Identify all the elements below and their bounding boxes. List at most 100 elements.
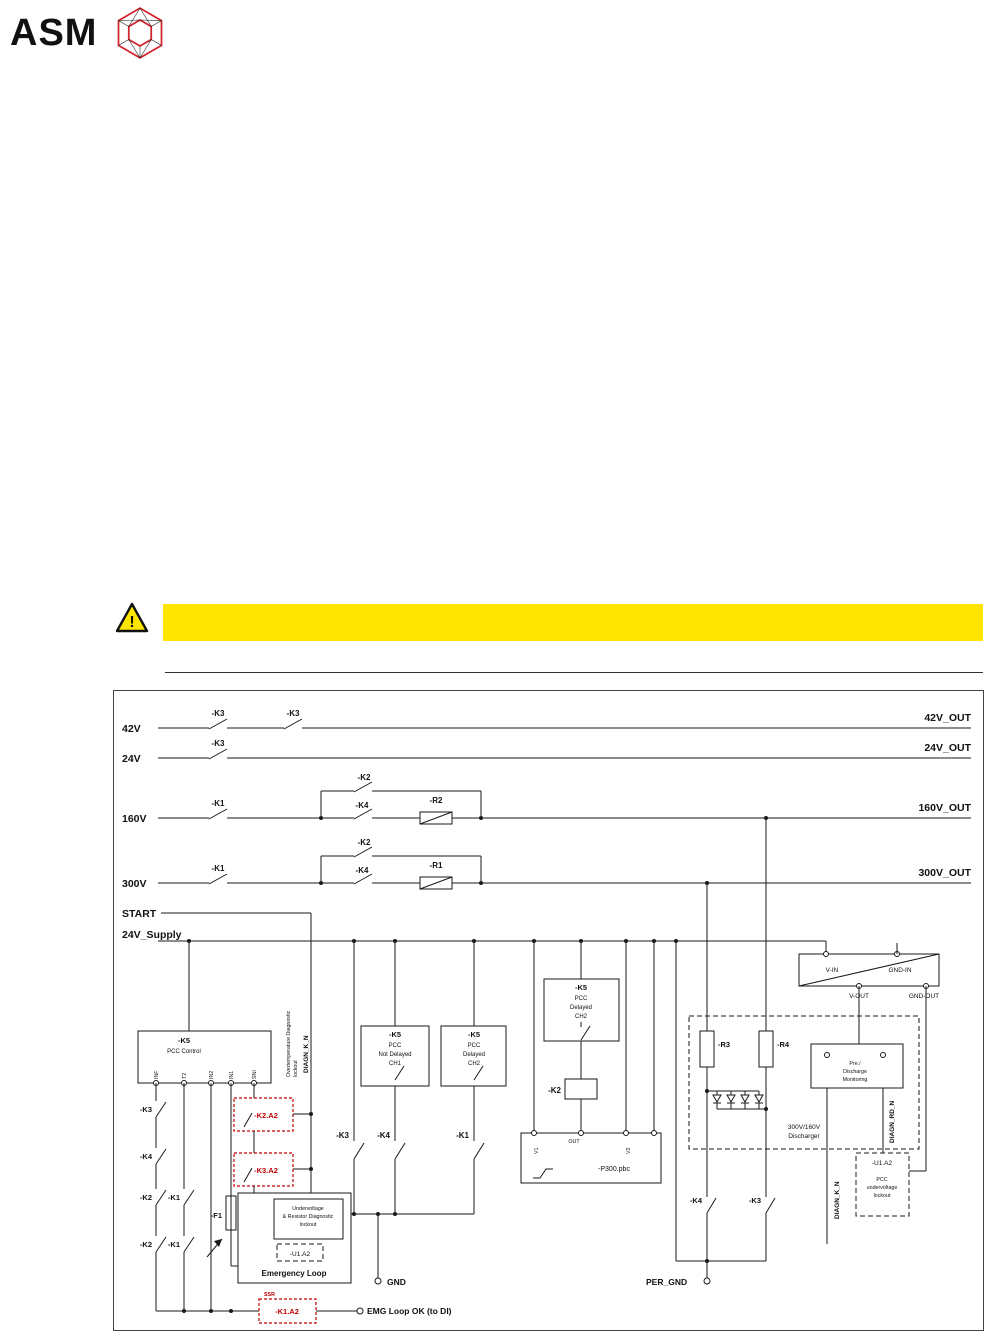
p300-v2-label: V2 — [626, 1147, 632, 1154]
diagn-k-n-right-label: DIAGN_K_N — [834, 1181, 841, 1219]
k2-coil-label: -K2 — [548, 1086, 561, 1095]
p300-tag: -P300.pbc — [598, 1166, 630, 1173]
k5-nd-line1: PCC — [389, 1043, 402, 1049]
resistor-r1-label: -R1 — [430, 861, 443, 870]
monitor-line3: Monitoring — [843, 1077, 868, 1083]
contact-k3-label: -K3 — [212, 709, 225, 718]
pcc-control-block: -K5 PCC Control INF T2 IN2 IN1 SNI — [137, 941, 272, 1086]
left-contact-k1-label: -K1 — [168, 1193, 180, 1202]
supply-line: 24V_Supply — [122, 929, 827, 954]
resistor-r3-label: -R3 — [718, 1040, 730, 1049]
contact-k4-label: -K4 — [356, 801, 369, 810]
diagn-rd-n-label: DIAGN_RD_N — [889, 1100, 896, 1143]
diagn-k-n-left-label: DIAGN_K_N — [303, 1035, 310, 1073]
schematic-frame: 42V -K3 -K3 42V_OUT 24V -K3 24V_OUT 160V… — [113, 690, 984, 1331]
asm-hex-logo-icon — [118, 7, 163, 59]
left-contact-k1-label: -K1 — [168, 1240, 180, 1249]
rail-300v-label: 300V — [122, 878, 147, 890]
fuse-f1: -F1 — [211, 1083, 238, 1267]
supply-label: 24V_Supply — [122, 929, 182, 941]
gnd-label: GND — [387, 1277, 406, 1287]
u1a2-right-block: -U1.A2 PCC undervoltage lockout — [855, 1152, 910, 1217]
contact-k3-label: -K3 — [287, 709, 300, 718]
discharger-title-line1: 300V/160V — [788, 1124, 821, 1131]
dcdc-converter-block: V-IN GND-IN V-OUT GND-OUT — [798, 943, 940, 1172]
resistor-r4-label: -R4 — [777, 1040, 790, 1049]
k5-d-line2: Delayed — [463, 1052, 485, 1058]
relay-k1a2-ssr: SSR -K1.A2 EMG Loop OK (to DI) — [258, 1292, 452, 1324]
rail-24v-out-label: 24V_OUT — [924, 742, 971, 754]
contact-k1-label: -K1 — [212, 864, 225, 873]
monitoring-block: Pre./ Discharge Monitoring DIAGN_RD_N DI… — [810, 1043, 904, 1244]
contact-k2-label: -K2 — [358, 838, 371, 847]
rail-300v: 300V -K1 -K2 -K4 -R1 300V_OUT — [122, 838, 972, 890]
left-contact-k4-label: -K4 — [140, 1152, 153, 1161]
k5-nd-tag: -K5 — [389, 1030, 401, 1039]
warning-triangle-icon: ! — [115, 602, 149, 633]
monitor-line1: Pre./ — [849, 1061, 861, 1067]
u1a2-right-line3: lockout — [874, 1193, 891, 1199]
k5-top-tag: -K5 — [575, 983, 587, 992]
right-contacts: -K4 -K3 — [690, 1196, 776, 1261]
uv-lockout-line2: & Resistor Diagnostic — [283, 1214, 334, 1220]
p300-out-label: OUT — [568, 1139, 580, 1145]
converter-vout-label: V-OUT — [849, 993, 869, 1000]
header: ASM — [10, 6, 167, 60]
ssr-label: SSR — [264, 1292, 275, 1298]
k5-d-line1: PCC — [468, 1043, 481, 1049]
discharger-title-line2: Discharger — [788, 1133, 820, 1140]
k5-nd-line2: Not Delayed — [378, 1052, 411, 1058]
rail-42v: 42V -K3 -K3 42V_OUT — [122, 709, 972, 735]
pcc-terminal-in1: IN1 — [229, 1071, 235, 1079]
left-contact-column: -K3 -K4 -K2 -K1 -K2 -K1 — [140, 1083, 259, 1313]
start-label: START — [122, 908, 157, 920]
monitor-line2: Discharge — [843, 1069, 867, 1075]
relay-k3a2-label: -K3.A2 — [254, 1166, 278, 1175]
left-contact-k3-label: -K3 — [140, 1105, 152, 1114]
u1a2-right-tag: -U1.A2 — [872, 1160, 893, 1167]
asm-logo-text: ASM — [10, 12, 98, 54]
rail-300v-out-label: 300V_OUT — [918, 867, 971, 879]
right-contact-k4-label: -K4 — [690, 1196, 703, 1205]
left-contact-k2-label: -K2 — [140, 1240, 152, 1249]
per-gnd-terminal: PER_GND — [646, 941, 766, 1287]
relay-k3a2: -K3.A2 — [233, 1131, 311, 1193]
rail-42v-out-label: 42V_OUT — [924, 712, 971, 724]
diagnostic-lockout-left: Overtemperature Diagnostic lockout DIAGN… — [286, 1010, 310, 1077]
rail-42v-label: 42V — [122, 723, 141, 735]
u1a2-right-line1: PCC — [876, 1177, 887, 1183]
converter-gndout-label: GND-OUT — [909, 993, 939, 1000]
rail-24v-label: 24V — [122, 753, 141, 765]
overtemp-note-line1: Overtemperature Diagnostic — [286, 1010, 292, 1077]
k5-top-line2: Delayed — [570, 1005, 592, 1011]
pcc-control-tag: -K5 — [178, 1036, 190, 1045]
converter-gndin-label: GND-IN — [888, 967, 911, 974]
right-contact-k3-label: -K3 — [749, 1196, 761, 1205]
fuse-f1-label: -F1 — [211, 1211, 222, 1220]
section-divider — [165, 672, 983, 673]
contact-k3-label: -K3 — [212, 739, 225, 748]
relay-k2a2: -K2.A2 — [233, 1083, 311, 1132]
k5-not-delayed-ch1-block: -K5 PCC Not Delayed CH1 — [360, 1025, 430, 1087]
mid-contact-k4-label: -K4 — [377, 1131, 390, 1140]
u1a2-right-line2: undervoltage — [867, 1185, 898, 1191]
converter-vin-label: V-IN — [826, 967, 839, 974]
contact-k4-label: -K4 — [356, 866, 369, 875]
resistor-r2-label: -R2 — [430, 796, 443, 805]
schematic-svg: 42V -K3 -K3 42V_OUT 24V -K3 24V_OUT 160V… — [122, 709, 972, 1324]
contact-k2-label: -K2 — [358, 773, 371, 782]
emergency-loop-block: Undervoltage & Resistor Diagnostic locko… — [237, 1192, 352, 1284]
left-contact-k2-label: -K2 — [140, 1193, 152, 1202]
svg-text:!: ! — [129, 614, 134, 631]
emergency-loop-label: Emergency Loop — [262, 1269, 327, 1278]
mid-contact-k1-label: -K1 — [456, 1131, 469, 1140]
k2-coil: -K2 — [548, 1041, 598, 1131]
uv-lockout-line1: Undervoltage — [292, 1206, 324, 1212]
overtemp-note-line2: lockout — [293, 1060, 299, 1077]
relay-k1a2-label: -K1.A2 — [275, 1307, 299, 1316]
k5-top-line1: PCC — [575, 996, 588, 1002]
k5-top-line3: CH2 — [575, 1014, 588, 1020]
p300-v1-label: V1 — [534, 1147, 540, 1154]
rail-160v-label: 160V — [122, 813, 147, 825]
k5-d-line3: CH2 — [468, 1061, 481, 1067]
